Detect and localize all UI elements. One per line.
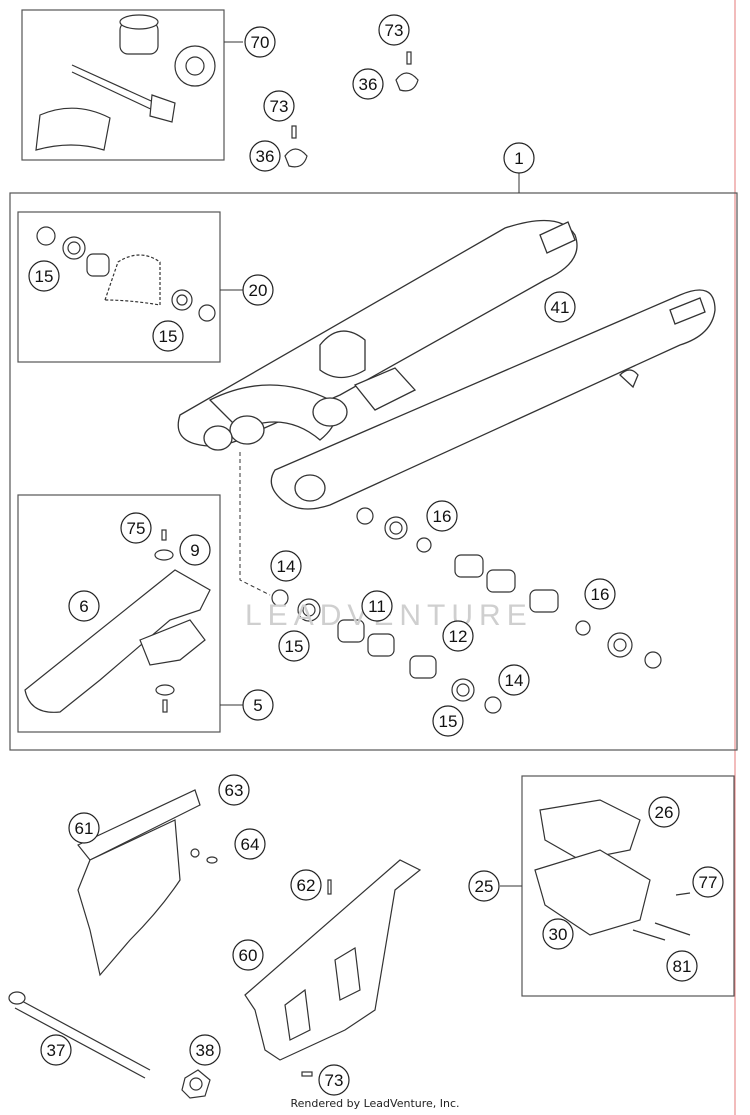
svg-text:15: 15 [159, 327, 178, 346]
svg-text:77: 77 [699, 873, 718, 892]
callout-70: 70 [244, 26, 276, 58]
svg-text:15: 15 [35, 267, 54, 286]
callout-36-b: 36 [249, 140, 281, 172]
svg-text:20: 20 [249, 281, 268, 300]
callout-15-b: 15 [152, 320, 184, 352]
callout-1: 1 [503, 142, 535, 174]
svg-text:26: 26 [655, 803, 674, 822]
svg-text:25: 25 [475, 877, 494, 896]
box-70-kit [21, 9, 225, 161]
callout-81: 81 [666, 950, 698, 982]
callout-37: 37 [40, 1034, 72, 1066]
svg-text:15: 15 [439, 712, 458, 731]
svg-text:12: 12 [449, 627, 468, 646]
svg-text:70: 70 [251, 33, 270, 52]
callout-62: 62 [290, 869, 322, 901]
svg-text:41: 41 [551, 298, 570, 317]
callout-16-a: 16 [426, 500, 458, 532]
callout-25: 25 [468, 870, 500, 902]
kit-20-parts [36, 226, 216, 322]
callout-30: 30 [542, 918, 574, 950]
chain-guide-parts [534, 799, 691, 941]
callout-77: 77 [692, 866, 724, 898]
svg-text:75: 75 [127, 519, 146, 538]
callout-60: 60 [232, 939, 264, 971]
svg-text:30: 30 [549, 925, 568, 944]
svg-text:64: 64 [241, 835, 260, 854]
footer-credit: Rendered by LeadVenture, Inc. [290, 1097, 460, 1110]
leader-lines [220, 41, 522, 887]
callout-26: 26 [648, 796, 680, 828]
callout-5: 5 [242, 689, 274, 721]
callout-63: 63 [218, 774, 250, 806]
callout-15-d: 15 [432, 705, 464, 737]
svg-text:38: 38 [196, 1041, 215, 1060]
svg-text:36: 36 [256, 147, 275, 166]
svg-text:73: 73 [325, 1071, 344, 1090]
svg-text:6: 6 [79, 597, 88, 616]
bearing-parts [271, 507, 662, 714]
callout-15-c: 15 [278, 630, 310, 662]
box-5-chainslider [17, 494, 221, 733]
group-boxes [9, 9, 738, 997]
callout-75: 75 [120, 512, 152, 544]
axis-dash [239, 452, 271, 596]
svg-text:63: 63 [225, 781, 244, 800]
svg-text:1: 1 [514, 149, 523, 168]
callout-20: 20 [242, 274, 274, 306]
svg-text:62: 62 [297, 876, 316, 895]
svg-text:9: 9 [190, 541, 199, 560]
callout-61: 61 [68, 812, 100, 844]
svg-text:36: 36 [359, 75, 378, 94]
callout-36-a: 36 [352, 68, 384, 100]
svg-text:15: 15 [285, 637, 304, 656]
kit-70-parts [35, 14, 216, 151]
svg-text:73: 73 [385, 21, 404, 40]
svg-text:11: 11 [368, 597, 386, 616]
svg-text:16: 16 [433, 507, 452, 526]
callout-11: 11 [361, 590, 393, 622]
callout-38: 38 [189, 1034, 221, 1066]
callout-73-b: 73 [263, 90, 295, 122]
svg-text:14: 14 [277, 557, 296, 576]
clip-parts-top [284, 51, 419, 168]
callout-15-a: 15 [28, 260, 60, 292]
svg-text:60: 60 [239, 946, 258, 965]
callout-14-b: 14 [498, 664, 530, 696]
chain-guard-61 [77, 789, 218, 977]
callout-9: 9 [179, 534, 211, 566]
svg-text:81: 81 [673, 957, 692, 976]
chain-guard-60 [244, 859, 422, 1061]
box-20-kit [17, 211, 221, 363]
svg-text:5: 5 [253, 696, 262, 715]
svg-text:73: 73 [270, 97, 289, 116]
callout-73-c: 73 [318, 1064, 350, 1096]
axle-parts [8, 991, 313, 1099]
callout-73-a: 73 [378, 14, 410, 46]
svg-text:61: 61 [75, 819, 94, 838]
svg-text:16: 16 [591, 585, 610, 604]
swingarm-body [177, 219, 716, 510]
callout-41: 41 [544, 291, 576, 323]
callout-6: 6 [68, 590, 100, 622]
callout-64: 64 [234, 828, 266, 860]
chain-slider-parts [24, 529, 211, 713]
callout-12: 12 [442, 620, 474, 652]
callout-16-b: 16 [584, 578, 616, 610]
svg-text:37: 37 [47, 1041, 66, 1060]
callout-14-a: 14 [270, 550, 302, 582]
box-1-swingarm [9, 192, 738, 751]
svg-text:14: 14 [505, 671, 524, 690]
